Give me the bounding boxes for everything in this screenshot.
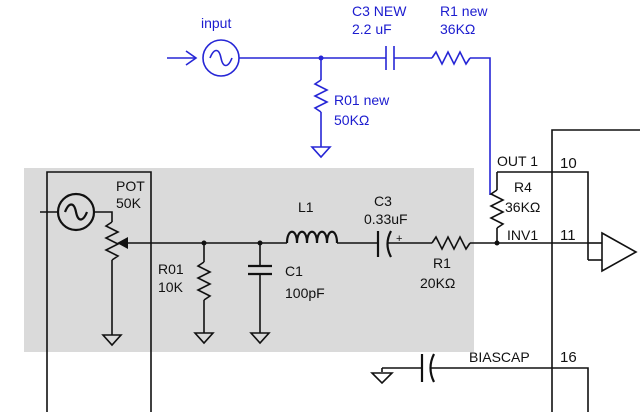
pin-out1-number: 10 — [560, 155, 577, 172]
r1-new-value: 36KΩ — [440, 21, 475, 37]
r4-label: R4 — [514, 179, 532, 195]
chip-outline — [551, 129, 640, 412]
r01-ground-icon — [193, 332, 215, 345]
new-circuit: input C3 NEW 2.2 uF R1 new 36KΩ R01 new … — [167, 3, 491, 195]
input-label: input — [201, 15, 231, 31]
opamp-icon — [601, 231, 638, 273]
c1-ground-icon — [249, 332, 271, 345]
r01-new-resistor — [313, 79, 329, 113]
pin-biascap-number: 16 — [560, 349, 577, 366]
r1-new-resistor — [431, 50, 471, 66]
r01-value: 10K — [158, 279, 184, 295]
r01-new-ground-icon — [310, 146, 332, 159]
pot-box-outline — [46, 171, 152, 412]
pot-resistor — [104, 221, 120, 261]
r01-resistor — [196, 261, 212, 301]
pin-inv1-name: INV1 — [507, 227, 538, 243]
pin-biascap-name: BIASCAP — [469, 349, 530, 365]
pin-inv1-number: 11 — [560, 227, 576, 244]
l1-label: L1 — [298, 199, 314, 215]
pot-wiper-arrow — [117, 237, 128, 249]
input-source — [167, 39, 240, 77]
pot-ground-icon — [101, 334, 123, 347]
old-circuit-highlight — [24, 168, 474, 352]
r1-label: R1 — [433, 255, 451, 271]
r01-new-value: 50KΩ — [334, 112, 369, 128]
r4-value: 36KΩ — [505, 199, 540, 215]
r1-new-label: R1 new — [440, 3, 488, 19]
c3-new-capacitor — [385, 46, 395, 70]
c3-polarity: + — [396, 233, 402, 245]
pot-value: 50K — [116, 195, 142, 211]
c1-value: 100pF — [285, 285, 325, 301]
r01-label: R01 — [158, 261, 184, 277]
r4-resistor — [489, 189, 505, 229]
r1-value: 20KΩ — [420, 275, 455, 291]
r1-resistor — [431, 235, 471, 251]
c3-new-value: 2.2 uF — [352, 21, 392, 37]
c1-label: C1 — [285, 263, 303, 279]
biascap-ground-icon — [370, 372, 394, 385]
c3-value: 0.33uF — [364, 211, 408, 227]
r01-new-label: R01 new — [334, 92, 390, 108]
l1-inductor — [285, 230, 339, 244]
pot-label: POT — [116, 178, 145, 194]
pin-out1-name: OUT 1 — [497, 153, 538, 169]
c3-label: C3 — [374, 193, 392, 209]
chip: OUT 1 10 R4 36KΩ INV1 11 BIASCAP 16 — [370, 129, 640, 412]
c3-new-label: C3 NEW — [352, 3, 407, 19]
old-circuit: POT 50K R01 10K C1 100pF L1 + C3 0.33uF — [40, 171, 588, 412]
